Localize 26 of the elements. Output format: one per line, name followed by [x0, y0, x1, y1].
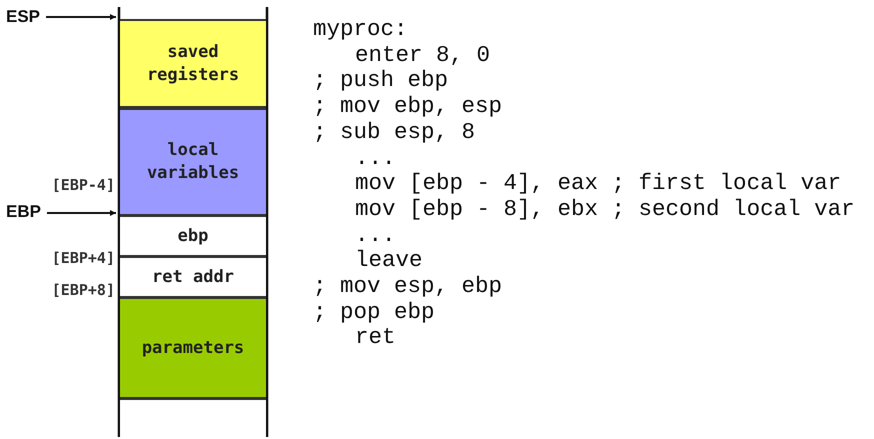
code-line: ; pop ebp	[313, 300, 435, 326]
code-line: mov [ebp - 8], ebx ; second local var	[355, 196, 855, 223]
offset-label: [EBP-4]	[50, 176, 115, 194]
stack-slot: local variables	[120, 108, 266, 216]
code-line: ; push ebp	[313, 68, 448, 94]
pointer-arrow	[46, 14, 116, 20]
code-line: enter 8, 0	[355, 42, 490, 68]
code-line: ; mov esp, ebp	[313, 274, 502, 300]
stack-slot: ebp	[120, 215, 266, 257]
stack-slot: saved registers	[120, 19, 266, 108]
code-line: ; sub esp, 8	[313, 120, 476, 146]
code-line: ; mov ebp, esp	[313, 94, 502, 120]
register-label: ESP	[6, 7, 40, 27]
code-line: ...	[355, 222, 396, 248]
offset-label: [EBP+4]	[50, 249, 115, 267]
code-line: ...	[355, 146, 396, 172]
code-line: ret	[355, 325, 396, 352]
register-label: EBP	[6, 202, 41, 222]
offset-label: [EBP+8]	[50, 281, 115, 299]
code-line: myproc:	[313, 17, 408, 43]
pointer-arrow	[46, 210, 116, 216]
stack-slot: ret addr	[120, 256, 266, 298]
stack-slot: parameters	[120, 297, 266, 399]
code-line: leave	[355, 248, 423, 274]
code-line: mov [ebp - 4], eax ; first local var	[355, 171, 842, 197]
empty-stack-slot	[120, 398, 266, 439]
